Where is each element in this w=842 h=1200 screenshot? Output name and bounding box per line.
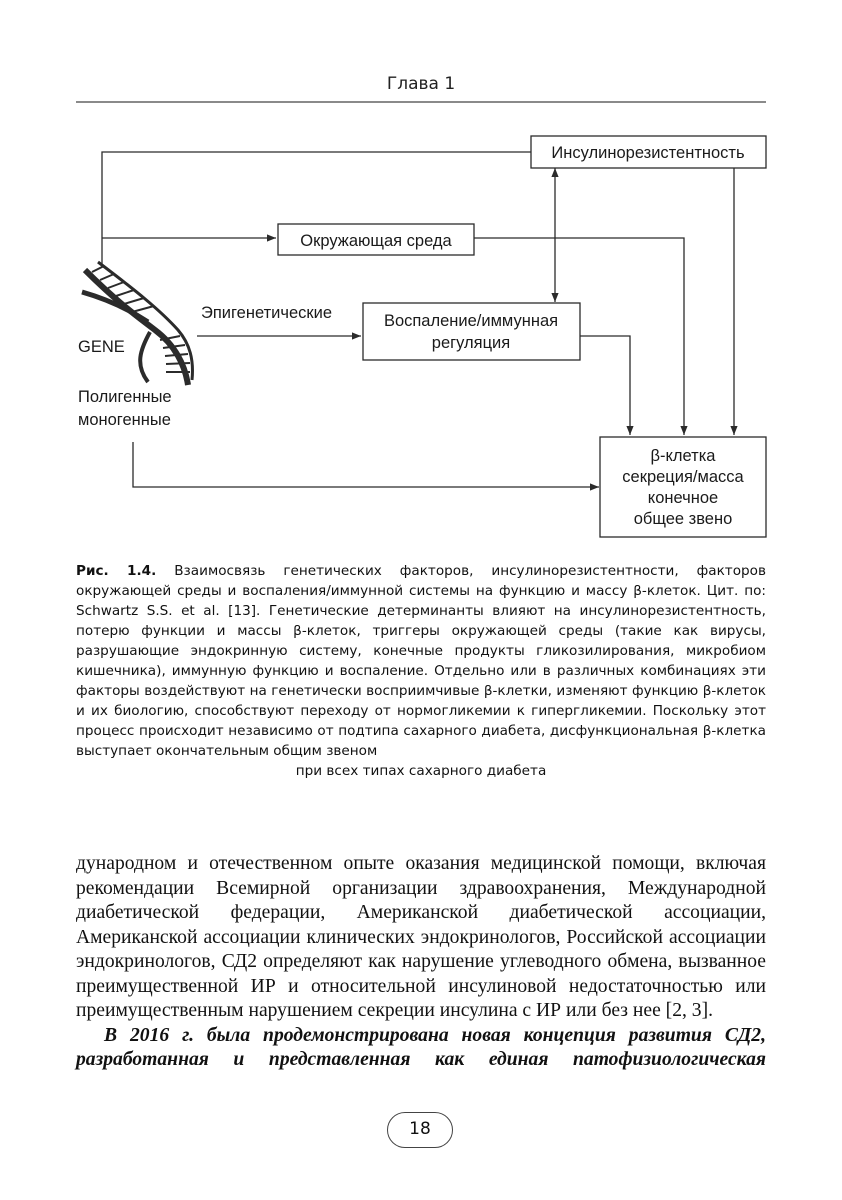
chapter-header: Глава 1	[386, 74, 456, 94]
caption-last-line: при всех типах сахарного диабета	[295, 763, 547, 779]
caption-text: Взаимосвязь генетических факторов, инсул…	[76, 563, 766, 759]
header-rule	[76, 101, 766, 103]
figure-diagram: Инсулинорезистентность Окружающая среда …	[78, 135, 767, 538]
beta-cell-label-line1: β-клетка	[651, 447, 717, 465]
insulin-resistance-label: Инсулинорезистентность	[551, 144, 744, 162]
page-number: 18	[387, 1112, 453, 1148]
beta-cell-label-line3: конечное	[648, 489, 718, 507]
figure-caption: Рис. 1.4. Взаимосвязь генетических факто…	[76, 561, 766, 781]
dna-helix-icon	[81, 260, 194, 386]
environment-to-beta-arrow	[474, 237, 688, 435]
epigenetic-label: Эпигенетические	[201, 304, 332, 322]
gene-label: GENE	[78, 338, 125, 356]
environment-label: Окружающая среда	[300, 232, 452, 250]
caption-label: Рис. 1.4.	[76, 563, 157, 579]
gene-to-insulin-line	[101, 151, 531, 265]
emphasis-line-2: разработанная и представленная как едина…	[76, 1049, 766, 1070]
emphasis-line-1: В 2016 г. была продемонстрирована новая …	[104, 1024, 766, 1046]
body-text: дународном и отечественном опыте оказани…	[76, 852, 766, 1073]
polygenic-to-beta-arrow	[132, 442, 599, 491]
environment-box: Окружающая среда	[277, 223, 475, 256]
monogenic-label: моногенные	[78, 411, 171, 429]
beta-cell-label-line2: секреция/масса	[622, 468, 744, 486]
inflammation-to-beta-arrow	[580, 335, 634, 435]
beta-cell-box: β-клетка секреция/масса конечное общее з…	[599, 436, 767, 538]
inflammation-label-line1: Воспаление/иммунная	[384, 312, 558, 330]
polygenic-label: Полигенные	[78, 388, 172, 406]
inflammation-label-line2: регуляция	[432, 334, 510, 352]
inflammation-box: Воспаление/иммунная регуляция	[362, 302, 581, 361]
body-paragraph: дународном и отечественном опыте оказани…	[76, 853, 766, 1021]
beta-cell-label-line4: общее звено	[634, 510, 733, 528]
insulin-resistance-box: Инсулинорезистентность	[530, 135, 767, 169]
